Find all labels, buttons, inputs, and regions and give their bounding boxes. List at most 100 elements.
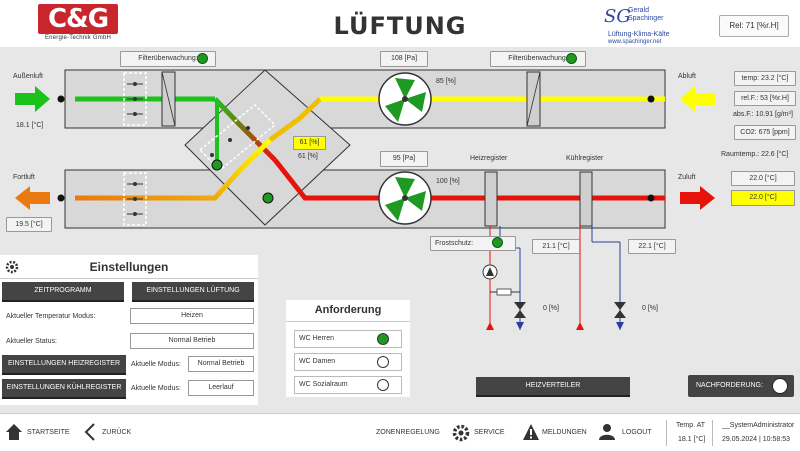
- nachforderung-toggle[interactable]: NACHFORDERUNG:: [688, 375, 794, 397]
- damper-exhaust: [123, 172, 147, 226]
- footer-divider: [666, 420, 667, 446]
- settings-panel: Einstellungen ZEITPROGRAMM EINSTELLUNGEN…: [0, 255, 258, 405]
- logout-label: LOGOUT: [622, 429, 652, 436]
- partner-logo-firstname: Gerald: [628, 7, 650, 14]
- partner-logo-trade: Lüftung-Klima-Kälte: [608, 31, 670, 38]
- settings-title: Einstellungen: [89, 260, 169, 274]
- abluft-co2: CO2: 675 [ppm]: [734, 125, 796, 140]
- kuehl-mode-label: Aktuelle Modus:: [131, 385, 181, 392]
- company-logo-mark: C&G: [38, 4, 118, 34]
- einstellungen-kuehlregister-button[interactable]: EINSTELLUNGEN KÜHLREGISTER: [2, 379, 126, 399]
- zonenregelung-label: ZONENREGELUNG: [376, 429, 440, 436]
- footer-navigation: STARTSEITE ZURÜCK ZONENREGELUNG SERVICE …: [0, 413, 800, 451]
- frostschutz-box: Frostschutz:: [430, 236, 516, 251]
- partner-logo-lastname: Spachinger: [628, 15, 664, 22]
- current-datetime: 29.05.2024 | 10:58:53: [722, 436, 791, 443]
- heiz-mode-value: Normal Betrieb: [188, 356, 254, 372]
- damper-outdoor: [123, 72, 147, 126]
- bypass-percent: 61 [%]: [298, 153, 318, 160]
- einstellungen-heizregister-button[interactable]: EINSTELLUNGEN HEIZREGISTER: [2, 355, 126, 375]
- supply-fan: [378, 72, 432, 126]
- filter-monitor-left-indicator: [197, 53, 208, 64]
- heizregister-label: Heizregister: [470, 155, 508, 162]
- einstellungen-lueftung-button[interactable]: EINSTELLUNGEN LÜFTUNG: [132, 282, 254, 302]
- settings-gear-icon: [5, 260, 19, 274]
- pressure-top-display: 108 [Pa]: [380, 51, 428, 67]
- zuluft-arrow: [680, 186, 715, 210]
- exhaust-fan: [378, 171, 432, 225]
- aussenluft-temp: 18.1 [°C]: [16, 122, 44, 129]
- outdoor-temp-label: Temp. AT: [676, 422, 706, 429]
- kuehlregister-label: Kühlregister: [566, 155, 604, 162]
- anforderung-divider: [286, 321, 410, 322]
- heizverteiler-button[interactable]: HEIZVERTEILER: [476, 377, 630, 397]
- cooling-valve-percent: 0 [%]: [642, 305, 658, 312]
- partner-logo-mark: SG: [604, 6, 631, 27]
- warning-icon: [522, 423, 540, 446]
- current-date: 29.05.2024: [722, 436, 758, 443]
- cooling-valve: [614, 302, 626, 310]
- filter-monitor-left: Filterüberwachung:: [120, 51, 216, 67]
- kuehlregister-coil: [579, 171, 593, 227]
- partner-logo-url: www.spachinger.net: [608, 39, 662, 45]
- temp-mode-value: Heizen: [130, 308, 254, 324]
- request-wc-herren[interactable]: WC Herren: [294, 330, 402, 348]
- bypass-percent-highlight: 61 [%]: [293, 136, 326, 150]
- nachforderung-label: NACHFORDERUNG:: [696, 382, 763, 389]
- zuluft-setpoint[interactable]: 22.0 [°C]: [731, 190, 795, 206]
- aussenluft-arrow: [15, 86, 50, 112]
- heizregister-temp: 21.1 [°C]: [532, 239, 580, 254]
- supply-fan-speed: 85 [%]: [436, 78, 456, 85]
- request-wc-damen-label: WC Damen: [299, 358, 336, 365]
- temp-mode-label: Aktueller Temperatur Modus:: [6, 313, 96, 320]
- outdoor-temp-value: 18.1 [°C]: [678, 436, 706, 443]
- request-wc-sozialraum[interactable]: WC Sozialraum: [294, 376, 402, 394]
- service-label: SERVICE: [474, 429, 505, 436]
- anforderung-title: Anforderung: [314, 304, 382, 316]
- logout-button[interactable]: LOGOUT: [598, 420, 656, 446]
- meldungen-label: MELDUNGEN: [542, 429, 587, 436]
- heating-valve-actuator: [496, 288, 512, 296]
- abluft-humidity: rel.F.: 53 [%r.H]: [734, 91, 796, 106]
- zuluft-temp: 22.0 [°C]: [731, 171, 795, 186]
- page-title: LÜFTUNG: [333, 12, 467, 40]
- status-label: Aktueller Status:: [6, 338, 57, 345]
- abluft-abs-humidity: abs.F.: 10.91 [g/m³]: [733, 111, 793, 118]
- room-temperature: Raumtemp.: 22.6 [°C]: [721, 151, 789, 158]
- nachforderung-indicator: [772, 378, 788, 394]
- fortluft-arrow: [15, 186, 50, 210]
- fortluft-label: Fortluft: [13, 174, 35, 181]
- kuehl-mode-value: Leerlauf: [188, 380, 254, 396]
- pressure-bottom-display: 95 [Pa]: [380, 151, 428, 167]
- settings-divider: [0, 278, 258, 279]
- filter-monitor-right: Filterüberwachung:: [490, 51, 586, 67]
- startseite-button[interactable]: STARTSEITE: [5, 420, 73, 446]
- request-wc-herren-indicator: [377, 333, 389, 345]
- home-icon: [5, 423, 23, 446]
- request-wc-sozialraum-indicator: [377, 379, 389, 391]
- kuehlregister-temp: 22.1 [°C]: [628, 239, 676, 254]
- company-logo: C&G Energie-Technik GmbH: [38, 4, 118, 44]
- frostschutz-label: Frostschutz:: [435, 240, 474, 247]
- zeitprogramm-button[interactable]: ZEITPROGRAMM: [2, 282, 124, 302]
- request-wc-damen-indicator: [377, 356, 389, 368]
- zurueck-button[interactable]: ZURÜCK: [84, 420, 142, 446]
- zonenregelung-button[interactable]: ZONENREGELUNG: [372, 420, 444, 446]
- filter-monitor-right-indicator: [566, 53, 577, 64]
- filter-monitor-left-label: Filterüberwachung:: [138, 55, 198, 62]
- status-value: Normal Betrieb: [130, 333, 254, 349]
- zuluft-label: Zuluft: [678, 174, 696, 181]
- meldungen-button[interactable]: MELDUNGEN: [522, 420, 592, 446]
- anforderung-panel: Anforderung WC Herren WC Damen WC Sozial…: [286, 300, 410, 397]
- filter-monitor-right-label: Filterüberwachung:: [508, 55, 568, 62]
- user-icon: [598, 423, 616, 446]
- fortluft-temp: 19.5 [°C]: [6, 217, 52, 232]
- request-wc-damen[interactable]: WC Damen: [294, 353, 402, 371]
- abluft-temp: temp: 23.2 [°C]: [734, 71, 796, 86]
- service-button[interactable]: SERVICE: [452, 420, 514, 446]
- bypass-damper: [198, 103, 277, 172]
- heating-valve: [514, 302, 526, 310]
- main-area: Filterüberwachung: 108 [Pa] Filterüberwa…: [0, 47, 800, 413]
- service-gear-icon: [452, 424, 470, 447]
